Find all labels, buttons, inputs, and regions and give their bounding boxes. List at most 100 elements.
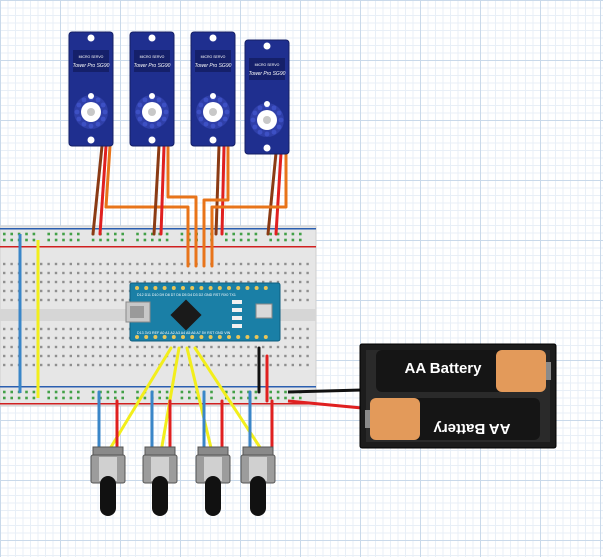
breadboard-hole[interactable] (32, 327, 35, 331)
rail-hole[interactable] (91, 396, 95, 400)
arduino-top-pin[interactable] (181, 286, 185, 290)
servo4-ground-wire[interactable] (266, 151, 278, 236)
breadboard-hole[interactable] (217, 280, 220, 284)
breadboard-hole[interactable] (225, 262, 228, 266)
rail-hole[interactable] (299, 238, 302, 242)
breadboard-hole[interactable] (136, 354, 139, 358)
breadboard-hole[interactable] (276, 271, 280, 275)
rail-hole[interactable] (269, 238, 272, 242)
breadboard-hole[interactable] (195, 363, 198, 367)
breadboard-hole[interactable] (91, 271, 95, 275)
servo3-ground-wire[interactable] (214, 144, 221, 236)
breadboard-hole[interactable] (99, 336, 102, 340)
breadboard-hole[interactable] (10, 262, 13, 266)
rail-hole[interactable] (299, 396, 302, 400)
breadboard-hole[interactable] (54, 363, 58, 367)
breadboard-hole[interactable] (151, 262, 154, 266)
breadboard-hole[interactable] (284, 354, 287, 358)
servo1-signal-wire[interactable] (104, 144, 190, 268)
breadboard-hole[interactable] (173, 271, 176, 275)
rail-hole[interactable] (165, 396, 169, 400)
breadboard-hole[interactable] (202, 354, 206, 358)
breadboard-hole[interactable] (232, 280, 235, 284)
rail-hole[interactable] (232, 396, 235, 400)
breadboard-hole[interactable] (225, 363, 228, 367)
rail-hole[interactable] (91, 390, 95, 394)
battery-positive-wire[interactable] (287, 399, 363, 410)
rail-hole[interactable] (165, 390, 169, 394)
breadboard-hole[interactable] (3, 298, 6, 302)
breadboard-hole[interactable] (25, 280, 28, 284)
breadboard-hole[interactable] (77, 327, 80, 331)
breadboard-hole[interactable] (276, 345, 280, 349)
rail-hole[interactable] (106, 396, 110, 400)
breadboard-hole[interactable] (106, 327, 109, 331)
breadboard-hole[interactable] (47, 262, 50, 266)
breadboard-hole[interactable] (195, 280, 198, 284)
breadboard-hole[interactable] (91, 280, 95, 284)
breadboard-hole[interactable] (77, 262, 80, 266)
breadboard-hole[interactable] (69, 345, 72, 349)
breadboard-hole[interactable] (210, 363, 213, 367)
breadboard-hole[interactable] (77, 280, 80, 284)
breadboard-hole[interactable] (40, 336, 43, 340)
breadboard-hole[interactable] (254, 363, 257, 367)
breadboard-hole[interactable] (62, 271, 65, 275)
rail-hole[interactable] (284, 390, 287, 394)
breadboard-hole[interactable] (40, 271, 43, 275)
rail-hole[interactable] (276, 390, 280, 394)
breadboard-hole[interactable] (106, 354, 109, 358)
breadboard-hole[interactable] (306, 271, 309, 275)
rail-hole[interactable] (276, 238, 280, 242)
breadboard-hole[interactable] (299, 262, 302, 266)
arduino-top-pin[interactable] (144, 286, 149, 290)
breadboard-hole[interactable] (188, 363, 191, 367)
rail-hole[interactable] (158, 238, 161, 242)
breadboard-hole[interactable] (91, 327, 95, 331)
breadboard-hole[interactable] (151, 363, 154, 367)
rail-hole[interactable] (165, 232, 169, 236)
rail-hole[interactable] (62, 390, 65, 394)
breadboard-hole[interactable] (247, 363, 250, 367)
breadboard-hole[interactable] (262, 262, 265, 266)
arduino-bottom-pin[interactable] (208, 335, 213, 339)
breadboard-hole[interactable] (254, 262, 257, 266)
rail-hole[interactable] (25, 238, 28, 242)
breadboard-hole[interactable] (225, 271, 228, 275)
rail-hole[interactable] (180, 238, 184, 242)
breadboard-hole[interactable] (291, 280, 294, 284)
breadboard-hole[interactable] (3, 345, 6, 349)
arduino-top-pin[interactable] (208, 286, 213, 290)
rail-hole[interactable] (210, 396, 213, 400)
breadboard-hole[interactable] (180, 354, 183, 358)
breadboard-hole[interactable] (10, 298, 13, 302)
breadboard-hole[interactable] (47, 289, 50, 293)
breadboard-hole[interactable] (106, 280, 109, 284)
arduino-bottom-pin[interactable] (190, 335, 195, 339)
rail-hole[interactable] (114, 232, 117, 236)
breadboard-hole[interactable] (306, 289, 309, 293)
breadboard-hole[interactable] (299, 345, 302, 349)
pot4-signal-wire[interactable] (193, 346, 265, 454)
rail-hole[interactable] (247, 232, 250, 236)
rail-hole[interactable] (121, 396, 124, 400)
breadboard-hole[interactable] (158, 271, 161, 275)
breadboard-hole[interactable] (202, 363, 206, 367)
breadboard-hole[interactable] (210, 280, 213, 284)
rail-hole[interactable] (10, 396, 13, 400)
breadboard-hole[interactable] (114, 298, 117, 302)
breadboard-hole[interactable] (217, 271, 220, 275)
breadboard-hole[interactable] (165, 280, 169, 284)
rail-hole[interactable] (136, 396, 139, 400)
breadboard-hole[interactable] (32, 345, 35, 349)
breadboard-hole[interactable] (195, 271, 198, 275)
breadboard-hole[interactable] (299, 336, 302, 340)
breadboard-hole[interactable] (91, 354, 95, 358)
breadboard-hole[interactable] (239, 262, 243, 266)
breadboard-hole[interactable] (84, 345, 87, 349)
breadboard-hole[interactable] (69, 298, 72, 302)
breadboard-hole[interactable] (284, 271, 287, 275)
breadboard-hole[interactable] (291, 345, 294, 349)
battery-negative-wire[interactable] (287, 388, 363, 394)
